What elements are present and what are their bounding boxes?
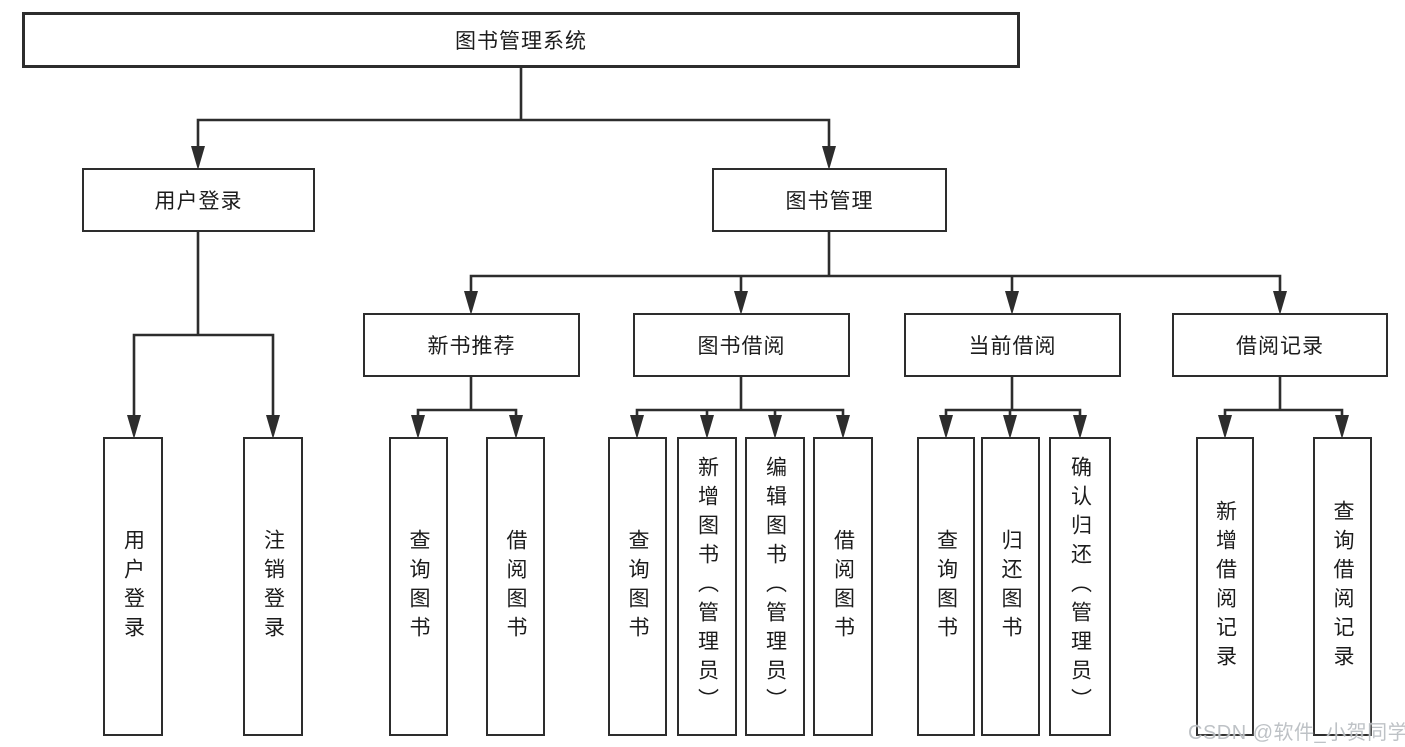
csdn-watermark: CSDN @软件_小贺同学 bbox=[1188, 722, 1405, 744]
node-book-management: 图书管理 bbox=[712, 168, 947, 232]
edge-currentborrow-children bbox=[944, 375, 1082, 422]
edge-userlogin-children bbox=[132, 230, 275, 422]
node-current-borrow: 当前借阅 bbox=[904, 313, 1121, 377]
leaf-recommend-query-books: 查询图书 bbox=[389, 437, 448, 736]
edge-root-to-level2 bbox=[196, 66, 831, 152]
edge-newbook-children bbox=[416, 375, 518, 422]
edge-bookmgmt-children bbox=[469, 230, 1282, 298]
edge-bookborrow-children bbox=[635, 375, 845, 422]
leaf-borrow-books: 借阅图书 bbox=[813, 437, 873, 736]
node-book-borrow: 图书借阅 bbox=[633, 313, 850, 377]
node-library-management-system: 图书管理系统 bbox=[22, 12, 1020, 68]
leaf-query-borrow-record: 查询借阅记录 bbox=[1313, 437, 1372, 736]
leaf-logout: 注销登录 bbox=[243, 437, 303, 736]
node-borrow-records: 借阅记录 bbox=[1172, 313, 1388, 377]
leaf-recommend-borrow-books: 借阅图书 bbox=[486, 437, 545, 736]
edge-records-children bbox=[1223, 375, 1344, 422]
leaf-add-books-admin: 新增图书（管理员） bbox=[677, 437, 737, 736]
leaf-return-books: 归还图书 bbox=[981, 437, 1040, 736]
leaf-current-query-books: 查询图书 bbox=[917, 437, 975, 736]
leaf-confirm-return-admin: 确认归还（管理员） bbox=[1049, 437, 1111, 736]
node-new-book-recommend: 新书推荐 bbox=[363, 313, 580, 377]
leaf-borrow-query-books: 查询图书 bbox=[608, 437, 667, 736]
node-user-login: 用户登录 bbox=[82, 168, 315, 232]
leaf-edit-books-admin: 编辑图书（管理员） bbox=[745, 437, 805, 736]
leaf-user-login: 用户登录 bbox=[103, 437, 163, 736]
leaf-add-borrow-record: 新增借阅记录 bbox=[1196, 437, 1254, 736]
